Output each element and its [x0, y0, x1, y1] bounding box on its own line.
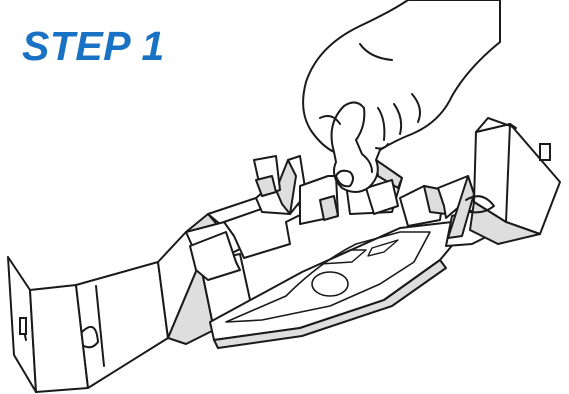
- hand-illustration: [302, 0, 501, 193]
- central-panels: [185, 155, 319, 281]
- left-base-panel: [75, 261, 169, 389]
- left-end-flap: [7, 256, 89, 393]
- car-panel: [209, 221, 471, 349]
- right-end-flap: [465, 117, 561, 245]
- step-title: STEP 1: [22, 23, 165, 69]
